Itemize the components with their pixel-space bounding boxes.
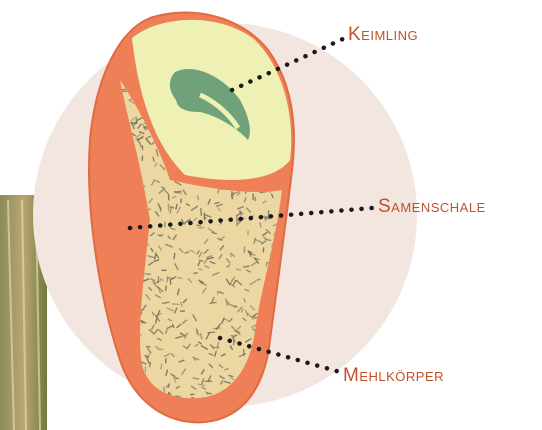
speckle <box>215 203 219 204</box>
speckle <box>153 157 154 161</box>
speckle <box>266 263 267 266</box>
speckle <box>201 209 202 216</box>
speckle <box>164 388 165 392</box>
speckle <box>257 279 260 280</box>
speckle <box>146 346 150 347</box>
speckle <box>175 378 178 379</box>
speckle <box>199 269 202 270</box>
speckle <box>173 325 174 328</box>
speckle <box>155 253 156 260</box>
speckle <box>244 247 245 252</box>
label-samenschale: Samenschale <box>378 196 486 218</box>
speckle <box>193 378 198 379</box>
speckle <box>150 363 151 367</box>
speckle <box>236 269 240 270</box>
speckle <box>146 274 150 275</box>
label-keimling: Keimling <box>348 24 418 46</box>
speckle <box>198 196 199 199</box>
speckle <box>118 400 124 401</box>
speckle <box>231 253 232 256</box>
speckle <box>260 223 261 227</box>
speckle <box>163 302 170 303</box>
speckle <box>176 205 177 209</box>
label-mehlkoerper: Mehlkörper <box>343 365 444 387</box>
speckle <box>207 393 211 394</box>
speckle <box>217 342 218 348</box>
speckle <box>210 302 216 303</box>
speckle <box>194 273 197 274</box>
speckle <box>168 194 169 200</box>
speckle <box>167 277 168 282</box>
speckle <box>266 218 269 219</box>
speckle <box>170 209 171 213</box>
speckle <box>158 277 159 283</box>
speckle <box>174 254 175 259</box>
speckle <box>263 217 269 218</box>
speckle <box>244 266 249 267</box>
speckle <box>225 369 228 370</box>
